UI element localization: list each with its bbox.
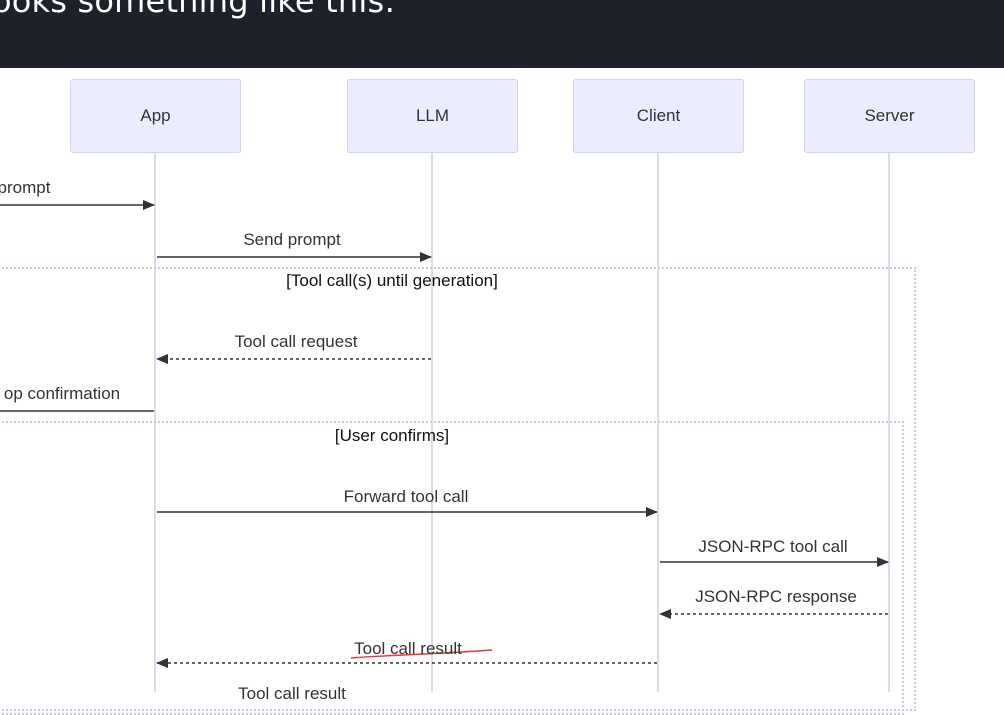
msg-label-prompt: prompt xyxy=(0,178,51,197)
msg-label-tool-call-result-2: Tool call result xyxy=(238,684,346,703)
msg-label-tool-call-result: Tool call result xyxy=(354,639,462,658)
msg-label-tool-call-request: Tool call request xyxy=(234,332,358,351)
page-title: ooks something like this: xyxy=(0,0,396,20)
participant-app: App xyxy=(70,79,241,153)
msg-label-confirmation: op confirmation xyxy=(3,384,121,403)
participant-client: Client xyxy=(573,79,744,153)
page-header: ooks something like this: xyxy=(0,0,1004,68)
annotation-underline xyxy=(350,649,493,659)
msg-label-jsonrpc-response: JSON-RPC response xyxy=(695,587,857,606)
loop-frame-label: [Tool call(s) until generation] xyxy=(286,271,498,290)
message-arrows xyxy=(0,200,889,668)
participant-server: Server xyxy=(804,79,975,153)
msg-label-send-prompt: Send prompt xyxy=(243,230,341,249)
participant-llm: LLM xyxy=(347,79,518,153)
msg-label-forward-tool-call: Forward tool call xyxy=(343,487,469,506)
msg-label-jsonrpc-call: JSON-RPC tool call xyxy=(698,537,848,556)
confirm-frame-label: [User confirms] xyxy=(334,426,450,445)
